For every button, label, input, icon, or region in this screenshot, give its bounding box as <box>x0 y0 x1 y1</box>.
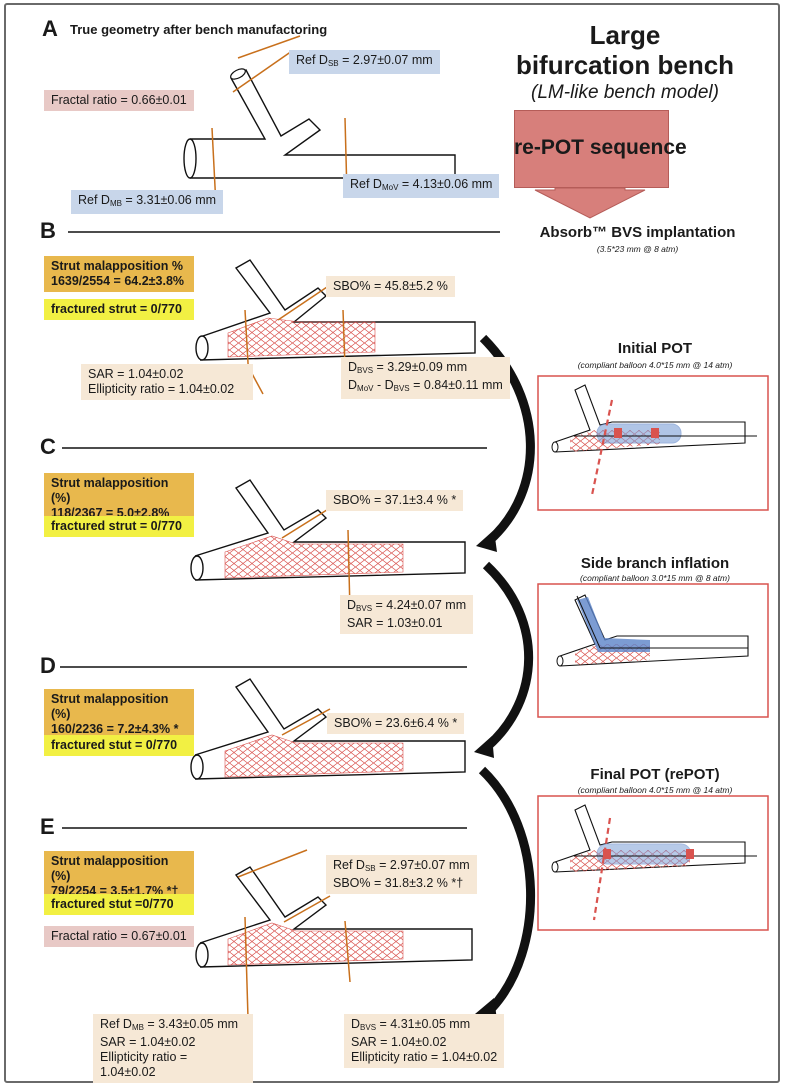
panel-c-dbvs-sar: DBVS = 4.24±0.07 mm SAR = 1.03±0.01 <box>340 595 474 634</box>
inset-initial-pot <box>537 375 769 511</box>
implantation-title: Absorb™ BVS implantation <box>539 224 736 241</box>
panel-b-dbvs: DBVS = 3.29±0.09 mm DMoV - DBVS = 0.84±0… <box>341 357 510 399</box>
panel-b-letter: B <box>40 218 56 243</box>
panel-b-fractured: fractured strut = 0/770 <box>44 299 194 320</box>
flow-arrow-d-e <box>478 766 536 1012</box>
panel-c-fractured: fractured strut = 0/770 <box>44 516 194 537</box>
panel-a-title: True geometry after bench manufactoring <box>70 22 328 37</box>
step-final-pot-title: Final POT (rePOT) <box>590 766 720 783</box>
panel-e-dbvs-sar-ellipticity: DBVS = 4.31±0.05 mm SAR = 1.04±0.02 Elli… <box>344 1014 505 1068</box>
implantation-subtitle: (3.5*23 mm @ 8 atm) <box>596 244 679 254</box>
step-initial-pot-subtitle: (compliant balloon 4.0*15 mm @ 14 atm) <box>577 360 733 370</box>
panel-a-fractal-ratio: Fractal ratio = 0.66±0.01 <box>44 90 194 111</box>
panel-e-vessel <box>195 849 473 1019</box>
panel-c-sbo: SBO% = 37.1±3.4 % * <box>326 490 464 511</box>
panel-d-fractured: fractured stut = 0/770 <box>44 735 194 756</box>
panel-e-malapposition: Strut malapposition (%)79/2254 = 3.5±1.7… <box>44 851 194 902</box>
panel-d-sbo: SBO% = 23.6±6.4 % * <box>327 713 465 734</box>
panel-b-vessel <box>195 259 476 399</box>
header-subtitle: (LM-like bench model) <box>531 82 719 103</box>
panel-a-letter: A <box>42 16 58 41</box>
inset-final-pot <box>537 795 769 931</box>
panel-d-vessel <box>190 678 466 780</box>
panel-c-vessel <box>190 479 466 613</box>
repot-box <box>514 110 669 188</box>
step-side-branch-title: Side branch inflation <box>580 555 730 572</box>
panel-e-fractured: fractured stut =0/770 <box>44 894 194 915</box>
repot-label: re-POT sequence <box>514 136 687 159</box>
panel-e-ref-dsb-sbo: Ref DSB = 2.97±0.07 mm SBO% = 31.8±3.2 %… <box>326 855 477 894</box>
header-title-line2: bifurcation bench <box>515 50 735 80</box>
step-side-branch-subtitle: (compliant balloon 3.0*15 mm @ 8 atm) <box>580 573 730 583</box>
flow-arrow-c-d <box>482 561 534 750</box>
panel-e-fractal-ratio: Fractal ratio = 0.67±0.01 <box>44 926 194 947</box>
panel-e-letter: E <box>40 814 55 839</box>
repot-down-arrow <box>534 187 646 219</box>
panel-b-malapposition: Strut malapposition %1639/2554 = 64.2±3.… <box>44 256 194 292</box>
panel-d-letter: D <box>40 653 56 678</box>
panel-b-sbo: SBO% = 45.8±5.2 % <box>326 276 455 297</box>
header-title-line1: Large <box>589 20 661 50</box>
step-initial-pot-title: Initial POT <box>617 340 693 357</box>
step-final-pot-subtitle: (compliant balloon 4.0*15 mm @ 14 atm) <box>577 785 733 795</box>
inset-side-branch <box>537 583 769 718</box>
figure-border <box>4 3 780 1083</box>
panel-a-ref-dmov: Ref DMoV = 4.13±0.06 mm <box>343 174 500 198</box>
panel-a-ref-dsb: Ref DSB = 2.97±0.07 mm <box>289 50 440 74</box>
panel-e-ref-dmb-sar-ellipticity: Ref DMB = 3.43±0.05 mm SAR = 1.04±0.02 E… <box>93 1014 253 1083</box>
panel-c-letter: C <box>40 434 56 459</box>
panel-a-ref-dmb: Ref DMB = 3.31±0.06 mm <box>71 190 224 214</box>
panel-d-malapposition: Strut malapposition (%)160/2236 = 7.2±4.… <box>44 689 194 740</box>
